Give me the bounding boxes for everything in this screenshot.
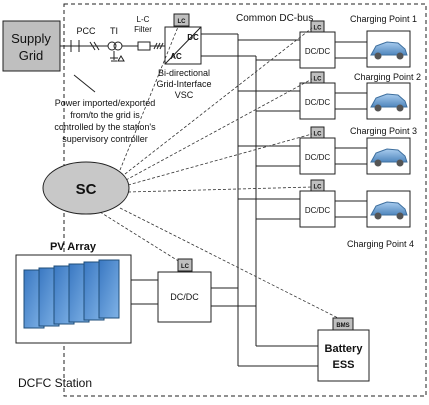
lc-filter-line1: L-C <box>137 15 150 24</box>
note-line3: controlled by the station's <box>54 122 156 132</box>
station-label: DCFC Station <box>18 376 92 390</box>
note-line2: from/to the grid is <box>70 110 140 120</box>
grid-connection <box>60 40 165 62</box>
note-pointer <box>73 74 96 93</box>
vsc-ac-label: AC <box>170 52 182 61</box>
ev-icon-1 <box>366 30 411 68</box>
charging-point-2-label: Charging Point 2 <box>354 72 421 82</box>
charger-converter-1-label: DC/DC <box>305 47 331 56</box>
charger-converter-2-label: DC/DC <box>305 98 331 107</box>
vsc-lc-tag: LC <box>178 19 187 25</box>
vsc-caption-line2: Grid-Interface <box>156 79 211 89</box>
charger-converter-4: DC/DC LC <box>299 179 336 228</box>
charger-2-lc-tag: LC <box>314 77 323 83</box>
pcc-label: PCC <box>76 26 96 36</box>
charger-converter-2: DC/DC LC <box>299 71 336 120</box>
battery-line2: ESS <box>332 359 354 371</box>
pv-converter: DC/DC LC <box>157 258 212 323</box>
supply-grid: Supply Grid <box>2 20 61 72</box>
charger-converter-3: DC/DC LC <box>299 126 336 175</box>
note-line1: Power imported/exported <box>55 98 156 108</box>
pv-array: PV Array <box>15 241 132 344</box>
charger-3-lc-tag: LC <box>314 132 323 138</box>
charger-converter-1: DC/DC LC <box>299 20 336 69</box>
supply-grid-line2: Grid <box>19 48 44 63</box>
charging-point-3-label: Charging Point 3 <box>350 126 417 136</box>
control-links <box>99 21 343 321</box>
ev-icon-4 <box>366 190 411 228</box>
charger-converter-3-label: DC/DC <box>305 153 331 162</box>
ev-icon-2 <box>366 82 411 120</box>
lc-filter-line2: Filter <box>134 25 152 34</box>
battery-feeds <box>238 315 318 367</box>
note-line4: supervisory controller <box>62 134 148 144</box>
charger-converter-4-label: DC/DC <box>305 206 331 215</box>
pv-array-label: PV Array <box>50 241 97 253</box>
dc-bus-label: Common DC-bus <box>236 13 313 24</box>
vsc-lc-tag-box <box>173 13 190 27</box>
vsc-dc-label: DC <box>187 33 199 42</box>
battery-ess: Battery ESS BMS <box>317 317 370 382</box>
controller-label: SC <box>76 181 97 198</box>
vsc-caption-line1: Bi-directional <box>158 68 210 78</box>
charging-point-1-label: Charging Point 1 <box>350 14 417 24</box>
pv-converter-label: DC/DC <box>170 292 199 302</box>
charger-1-lc-tag: LC <box>314 26 323 32</box>
grid-interface-vsc: DC AC <box>164 26 202 65</box>
battery-bms-tag: BMS <box>336 323 349 329</box>
charging-point-4-label: Charging Point 4 <box>347 239 414 249</box>
battery-line1: Battery <box>325 343 364 355</box>
charger-4-lc-tag: LC <box>314 185 323 191</box>
pv-lc-tag: LC <box>181 264 190 270</box>
ev-icon-3 <box>366 137 411 175</box>
common-dc-bus <box>201 33 257 366</box>
pv-feeds <box>131 279 256 307</box>
supply-grid-line1: Supply <box>11 31 51 46</box>
supervisory-controller: SC <box>42 161 130 215</box>
vsc-caption-line3: VSC <box>175 90 194 100</box>
transformer-label: TI <box>110 26 118 36</box>
